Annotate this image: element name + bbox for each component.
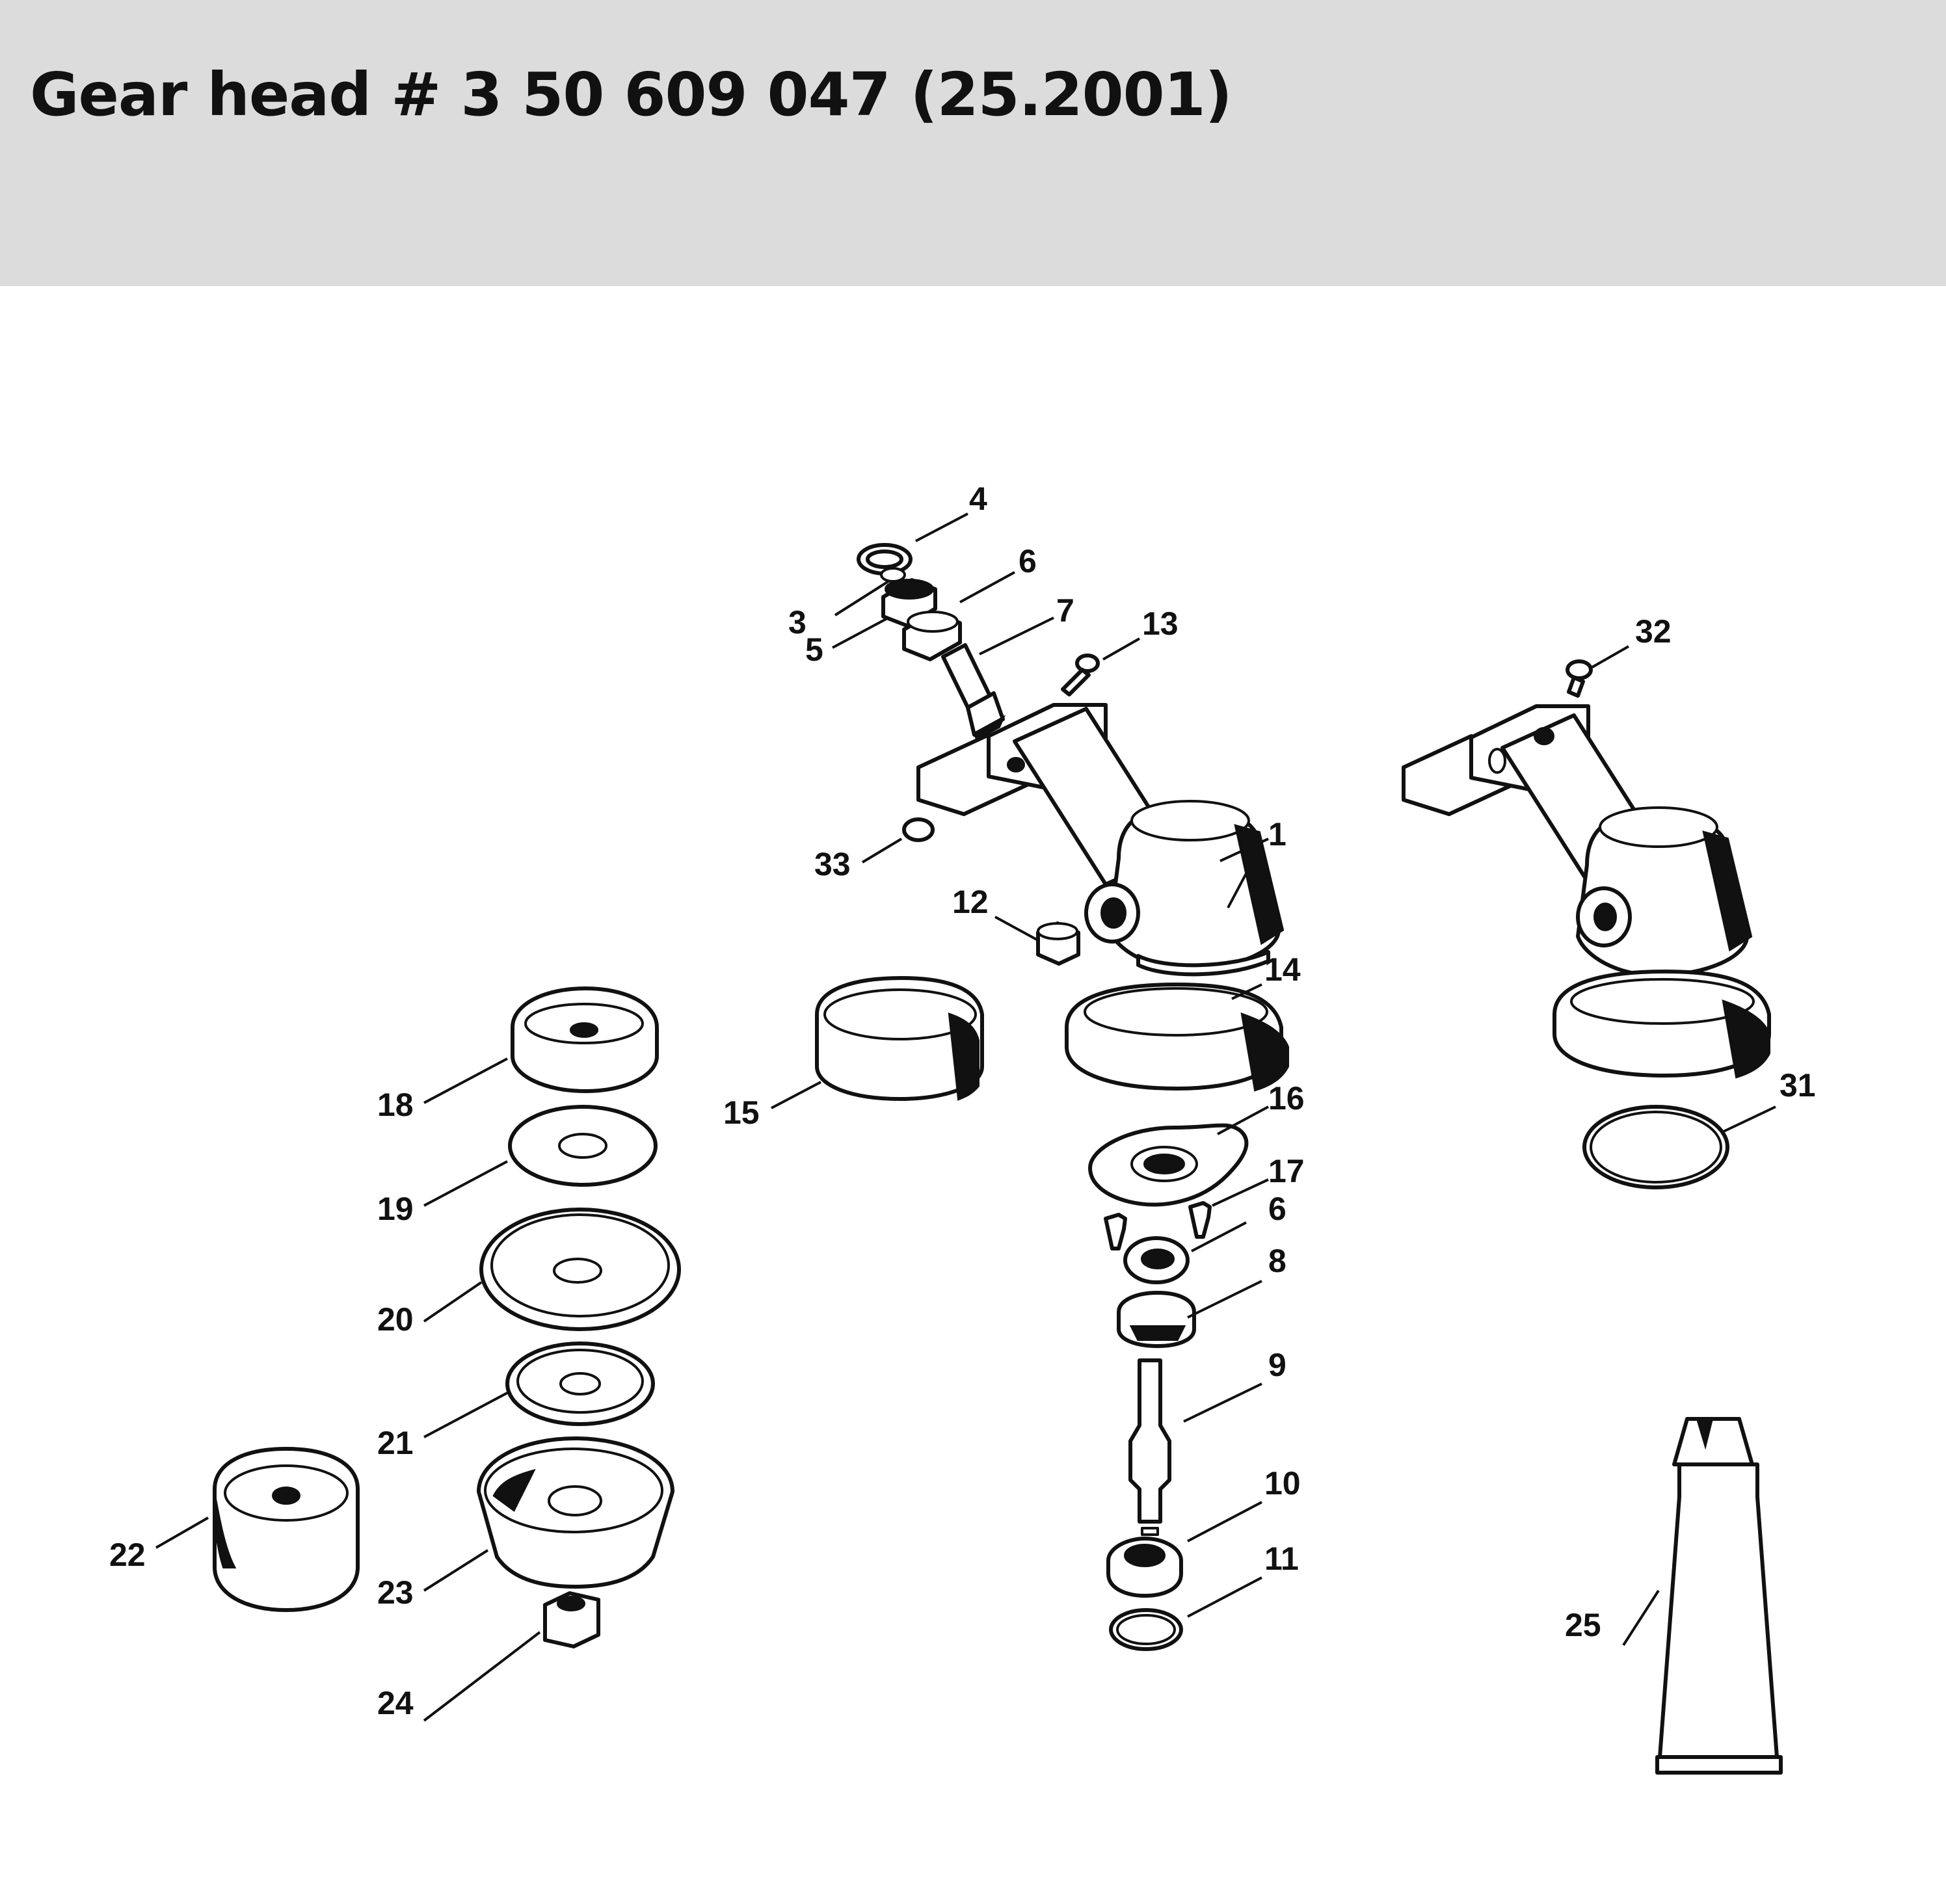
part-circlip-31 xyxy=(1582,1105,1729,1189)
part-bearing-plate xyxy=(1088,1123,1249,1207)
page-title: Gear head # 3 50 609 047 (25.2001) xyxy=(30,60,1233,129)
callout-12: 12 xyxy=(952,884,989,920)
callout-6-lower: 6 xyxy=(1268,1191,1286,1227)
callout-7: 7 xyxy=(1056,592,1074,629)
callout-22: 22 xyxy=(109,1537,146,1573)
part-screws-17 xyxy=(1104,1201,1212,1250)
callout-9: 9 xyxy=(1268,1347,1286,1383)
callout-8: 8 xyxy=(1268,1243,1286,1279)
part-bevel-pinion xyxy=(941,643,1006,741)
callout-16: 16 xyxy=(1268,1080,1305,1117)
part-gear-housing xyxy=(916,703,1285,977)
part-bearing-10 xyxy=(1106,1537,1183,1598)
callout-10: 10 xyxy=(1264,1465,1301,1501)
header-bar: Gear head # 3 50 609 047 (25.2001) xyxy=(0,0,1946,286)
callout-11: 11 xyxy=(1264,1540,1299,1577)
part-thrust-washer xyxy=(505,1342,655,1426)
callout-20: 20 xyxy=(377,1301,414,1338)
callout-17: 17 xyxy=(1268,1153,1305,1189)
callout-3: 3 xyxy=(788,604,806,641)
part-oring-33 xyxy=(902,817,935,842)
callout-5: 5 xyxy=(805,631,823,668)
callout-18: 18 xyxy=(377,1087,414,1123)
part-bevel-gear xyxy=(1117,1291,1196,1348)
callout-19: 19 xyxy=(377,1191,414,1227)
callout-31: 31 xyxy=(1779,1067,1816,1104)
part-circlip-11 xyxy=(1109,1608,1183,1651)
part-thrust-plate xyxy=(511,986,659,1093)
part-spindle xyxy=(1128,1358,1171,1536)
part-plug-12 xyxy=(1036,921,1080,966)
part-bearing-upper-2 xyxy=(902,611,962,661)
part-guard-ring-15 xyxy=(815,976,984,1101)
part-guard-ring-14 xyxy=(1065,983,1289,1092)
callout-14: 14 xyxy=(1264,951,1301,988)
callout-32: 32 xyxy=(1635,613,1672,650)
callout-23: 23 xyxy=(377,1574,414,1611)
callout-25: 25 xyxy=(1565,1607,1601,1643)
part-disc-19 xyxy=(508,1105,658,1187)
callout-24: 24 xyxy=(377,1685,414,1721)
part-grease-tube xyxy=(1655,1417,1783,1775)
callout-13: 13 xyxy=(1142,605,1179,642)
part-bearing-lower xyxy=(1123,1236,1190,1284)
part-guard-ring-right xyxy=(1553,970,1771,1079)
callout-15: 15 xyxy=(723,1094,760,1131)
part-gear-housing-assembled xyxy=(1402,704,1753,977)
callout-33: 33 xyxy=(814,846,851,882)
callout-21: 21 xyxy=(377,1425,414,1461)
callout-4: 4 xyxy=(969,481,987,517)
part-screw-13 xyxy=(1061,654,1100,696)
callout-6: 6 xyxy=(1019,543,1037,579)
part-screw-32 xyxy=(1566,659,1593,698)
part-nut-24 xyxy=(543,1591,600,1648)
callout-1: 1 xyxy=(1268,816,1286,853)
part-cap-22 xyxy=(213,1447,360,1612)
part-ride-bowl xyxy=(477,1436,674,1589)
part-disc-20 xyxy=(479,1208,681,1331)
